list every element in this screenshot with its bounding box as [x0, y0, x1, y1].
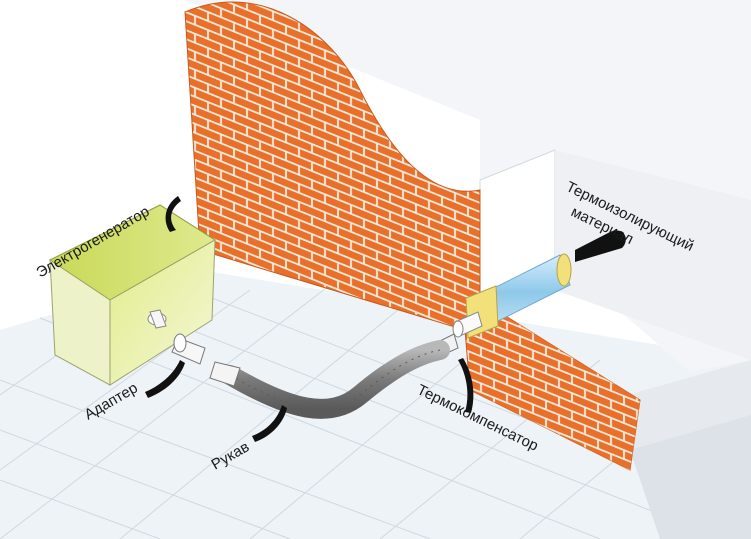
- ventilation-diagram: Электрогенератор Адаптер Рукав Термокомп…: [0, 0, 751, 539]
- diagram-stage: Электрогенератор Адаптер Рукав Термокомп…: [0, 0, 751, 539]
